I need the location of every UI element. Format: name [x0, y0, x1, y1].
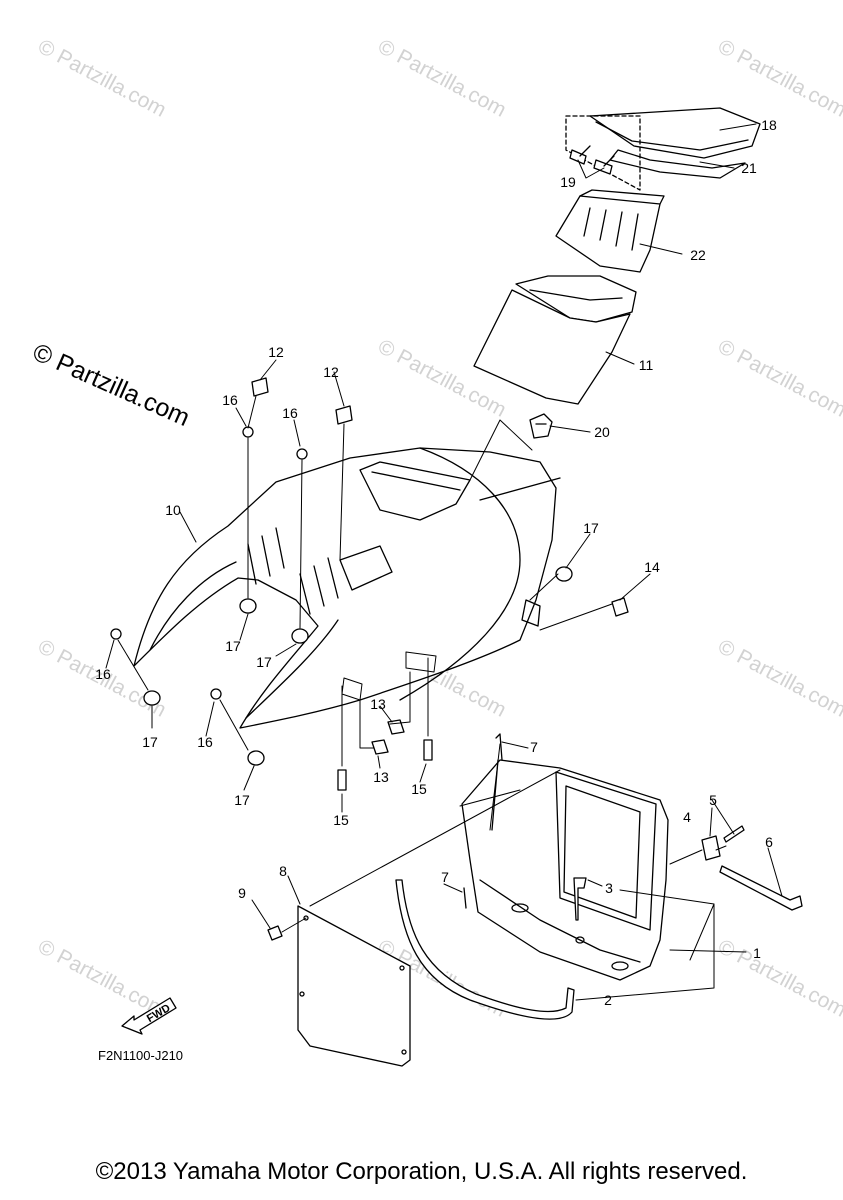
part-9-bolt [267, 925, 283, 941]
part-3-rivet [573, 877, 587, 921]
part-10-rear-fender [133, 447, 561, 729]
part-16-bolts [110, 426, 308, 700]
part-15-bolt [337, 769, 347, 791]
callout-16: 16 [222, 392, 238, 408]
part-13-nut [387, 719, 405, 735]
part-12-clip [335, 405, 353, 425]
callout-15: 15 [333, 812, 349, 828]
callout-14: 14 [644, 559, 660, 575]
part-7-pin [495, 733, 503, 761]
callout-19: 19 [560, 174, 576, 190]
part-12-clip [251, 377, 269, 397]
callout-9: 9 [238, 885, 246, 901]
callout-18: 18 [761, 117, 777, 133]
part-1-tray [461, 759, 669, 981]
callout-17: 17 [583, 520, 599, 536]
callout-16: 16 [95, 666, 111, 682]
callout-17: 17 [142, 734, 158, 750]
fwd-label: FWD [145, 1002, 173, 1025]
callout-12: 12 [268, 344, 284, 360]
callout-22: 22 [690, 247, 706, 263]
part-7-pin [463, 887, 467, 909]
assembly-lines [117, 395, 613, 767]
copyright-notice: ©2013 Yamaha Motor Corporation, U.S.A. A… [95, 1158, 748, 1185]
part-17-grommets [143, 566, 573, 766]
fwd-arrow-icon: FWD [121, 997, 177, 1035]
callout-7: 7 [441, 869, 449, 885]
callout-20: 20 [594, 424, 610, 440]
part-15-bolt [423, 739, 433, 761]
callout-13: 13 [373, 769, 389, 785]
part-21-seat-plate [565, 115, 746, 191]
assembly-lines-lower [281, 743, 727, 933]
part-11-storage-box [473, 275, 637, 405]
part-13-nut [371, 739, 389, 755]
callout-17: 17 [234, 792, 250, 808]
callout-15: 15 [411, 781, 427, 797]
part-22-storage-liner [555, 189, 665, 273]
part-19-fasteners [569, 145, 615, 175]
callout-16: 16 [282, 405, 298, 421]
callout-5: 5 [709, 792, 717, 808]
callout-21: 21 [741, 160, 757, 176]
callout-16: 16 [197, 734, 213, 750]
callout-4: 4 [683, 809, 691, 825]
part-18-seat-pad [589, 107, 761, 159]
callout-13: 13 [370, 696, 386, 712]
callout-2: 2 [604, 992, 612, 1008]
callout-17: 17 [225, 638, 241, 654]
callout-12: 12 [323, 364, 339, 380]
callout-7: 7 [530, 739, 538, 755]
part-2-strap [395, 879, 575, 1020]
part-14-bolt [611, 597, 629, 617]
part-8-plate [297, 905, 411, 1067]
callout-8: 8 [279, 863, 287, 879]
diagram-code: F2N1100-J210 [98, 1048, 184, 1063]
callout-11: 11 [638, 357, 654, 373]
callout-1: 1 [753, 945, 761, 961]
callout-17: 17 [256, 654, 272, 670]
part-6-band [719, 865, 803, 911]
callout-6: 6 [765, 834, 773, 850]
callout-10: 10 [165, 502, 181, 518]
callout-leaders [105, 123, 783, 1001]
part-20-clip [529, 413, 553, 439]
part-4-holder [701, 835, 721, 861]
callout-3: 3 [605, 880, 613, 896]
